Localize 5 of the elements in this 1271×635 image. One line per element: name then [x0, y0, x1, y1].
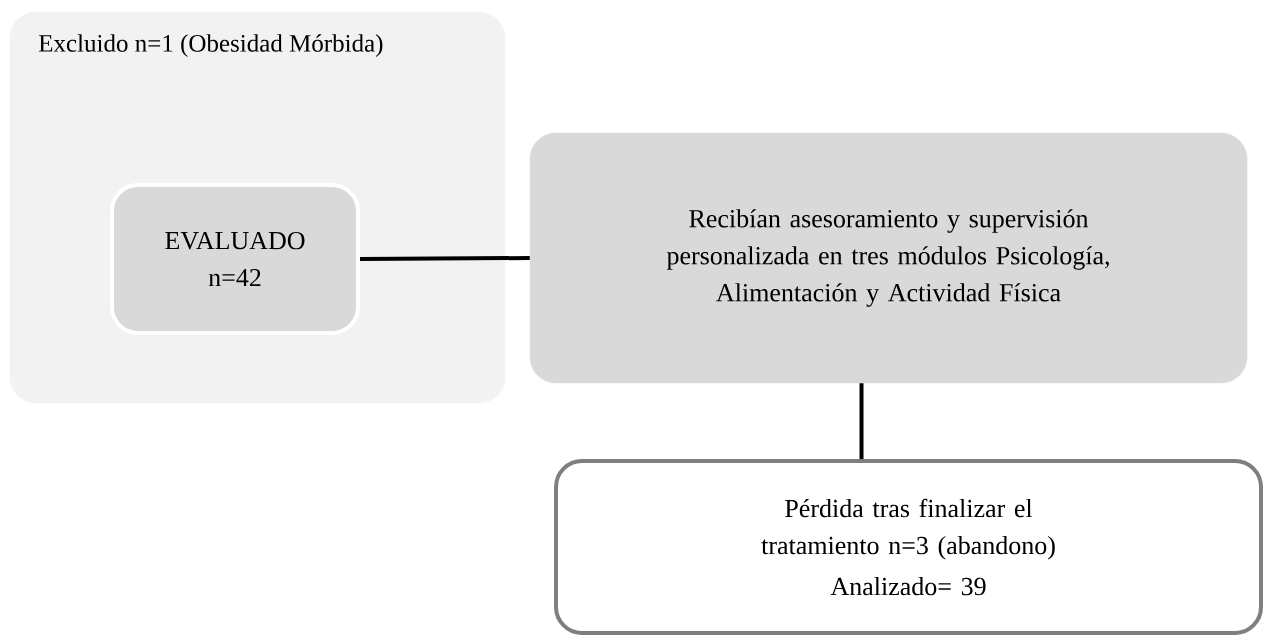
connector-line [360, 256, 530, 261]
process-box: EVALUADO n=42 [110, 183, 360, 335]
process-box: Recibían asesoramiento y supervisión personalizada en tres módulos Psicología, Alimentación y Actividad Física [529, 132, 1248, 384]
connector-line [859, 383, 864, 459]
outcome-box: Pérdida tras finalizar el tratamiento n=3 (abandono) Analizado= 39 [554, 459, 1263, 635]
